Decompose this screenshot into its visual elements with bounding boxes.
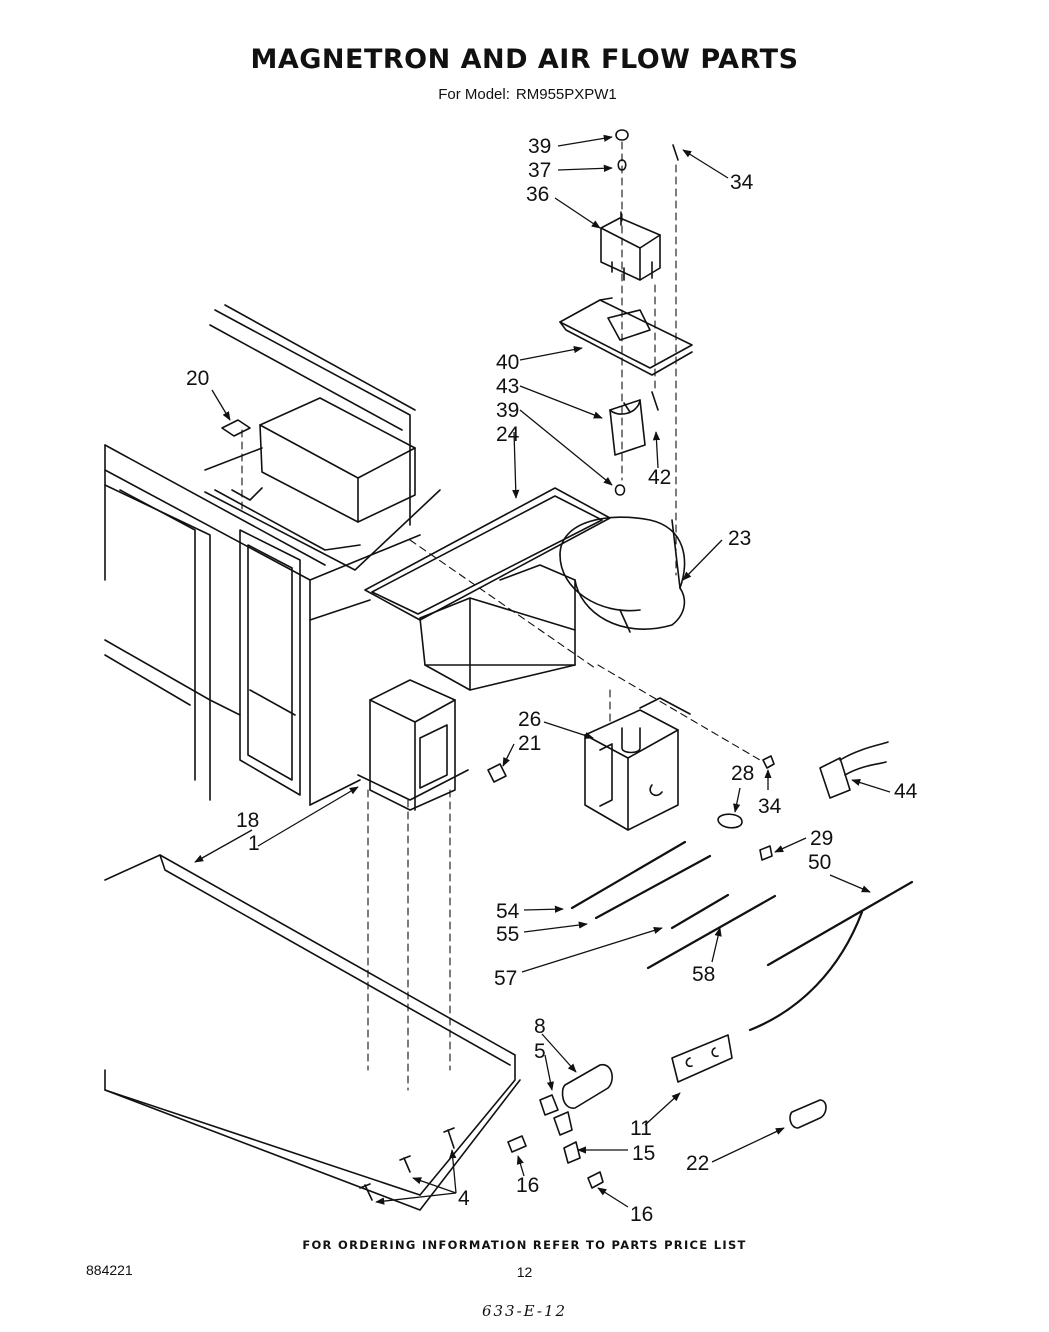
callout-4: 4 [458,1187,470,1210]
callout-34: 34 [730,171,754,194]
callout-11: 11 [630,1117,652,1140]
callout-37: 37 [528,159,551,182]
ordering-note: FOR ORDERING INFORMATION REFER TO PARTS … [302,1238,747,1252]
callout-16: 16 [630,1203,653,1226]
transformer-drawing [357,679,469,811]
callout-29: 29 [810,827,833,850]
callout-39: 39 [528,135,551,158]
bracket-drawing [221,419,251,437]
model-label: For Model: [438,86,510,103]
callout-5: 5 [534,1040,546,1063]
magnetron-drawing [584,697,691,831]
callout-23: 23 [728,527,751,550]
model-number: RM955PXPW1 [515,86,617,103]
cabinet-drawing [104,304,421,806]
callout-16: 16 [516,1174,539,1197]
screw-drawings [359,755,775,1201]
callout-55: 55 [496,923,519,946]
callout-39: 39 [496,399,519,422]
callout-58: 58 [692,963,715,986]
callout-28: 28 [731,762,754,785]
waveguide-cover-drawing [204,397,441,571]
callout-26: 26 [518,708,541,731]
callout-57: 57 [494,967,517,990]
fan-motor-drawing [559,129,693,496]
callout-42: 42 [648,466,671,489]
handwritten-note: 633-E-12 [481,1302,568,1320]
callout-34: 34 [758,795,782,818]
fuse-holder-drawing [819,741,889,799]
base-plate-drawing [104,854,521,1211]
model-line: For Model: RM955PXPW1 [0,86,1049,103]
alignment-lines [241,141,761,1091]
callout-8: 8 [534,1015,546,1038]
air-duct-drawing [364,487,686,691]
callout-1: 1 [248,832,260,855]
callout-36: 36 [526,183,549,206]
callout-54: 54 [496,900,520,923]
callout-44: 44 [894,780,918,803]
terminal-board-drawing [671,1034,733,1083]
page-title: MAGNETRON AND AIR FLOW PARTS [250,44,799,75]
wire-leads-drawing [570,840,914,1032]
page-number: 12 [516,1264,533,1280]
fuse-drawing [789,1099,827,1129]
callout-18: 18 [236,809,259,832]
callout-20: 20 [186,367,209,390]
leader-lines [194,134,891,1208]
callout-21: 21 [518,732,541,755]
callout-labels: 39 37 36 34 40 43 39 24 42 20 23 26 21 2… [186,135,918,1226]
callout-50: 50 [808,851,831,874]
callout-24: 24 [496,423,520,446]
callout-22: 22 [686,1152,709,1175]
capacitor-drawing [539,1063,613,1164]
callout-43: 43 [496,375,519,398]
callout-15: 15 [632,1142,655,1165]
callout-40: 40 [496,351,519,374]
document-number: 884221 [86,1262,133,1278]
thermal-cutout-drawing [717,813,743,829]
